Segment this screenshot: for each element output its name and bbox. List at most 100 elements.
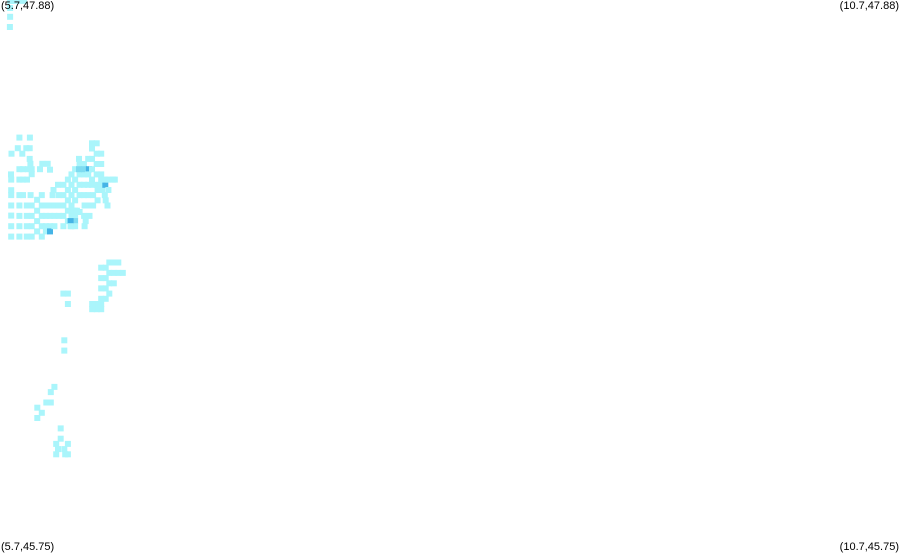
data-point xyxy=(60,223,67,230)
data-point xyxy=(8,223,15,230)
data-point xyxy=(16,233,23,240)
data-point xyxy=(34,228,41,235)
data-point xyxy=(26,134,33,141)
data-point xyxy=(28,202,35,209)
data-point xyxy=(76,181,83,188)
data-point xyxy=(105,187,112,193)
data-point xyxy=(93,150,100,157)
data-point xyxy=(72,176,79,183)
data-point xyxy=(20,176,26,183)
data-point xyxy=(8,233,15,240)
data-point xyxy=(101,176,108,183)
data-point xyxy=(64,207,71,214)
data-point xyxy=(14,0,21,4)
data-point xyxy=(8,171,14,178)
data-point xyxy=(47,389,54,396)
data-point xyxy=(76,192,83,199)
data-points-layer xyxy=(6,0,126,458)
data-point xyxy=(28,223,35,230)
data-point xyxy=(61,337,68,344)
data-point xyxy=(80,181,87,188)
data-point xyxy=(47,166,53,173)
data-point xyxy=(80,171,87,178)
data-point xyxy=(57,425,64,432)
data-point xyxy=(23,202,30,209)
data-point xyxy=(119,269,126,276)
data-point xyxy=(16,212,23,219)
data-point xyxy=(111,176,118,183)
data-point xyxy=(98,176,105,183)
data-point xyxy=(51,223,58,230)
data-point xyxy=(99,181,106,188)
data-point xyxy=(76,161,83,167)
data-point xyxy=(89,176,95,183)
data-point xyxy=(60,212,67,219)
data-point xyxy=(20,192,26,199)
data-point xyxy=(55,212,62,219)
data-point xyxy=(94,197,101,204)
data-point xyxy=(23,233,30,240)
data-point xyxy=(102,197,109,204)
data-point xyxy=(102,295,109,302)
data-point xyxy=(34,415,41,421)
data-point xyxy=(90,202,97,209)
data-point xyxy=(51,202,58,209)
data-point xyxy=(61,446,68,453)
data-point xyxy=(28,233,35,240)
data-point xyxy=(98,306,105,313)
data-point xyxy=(68,181,75,188)
data-point xyxy=(60,202,67,209)
data-point xyxy=(64,290,71,297)
data-point xyxy=(23,212,30,219)
data-point xyxy=(23,223,30,230)
data-point xyxy=(110,259,117,266)
data-point xyxy=(47,223,54,230)
data-point xyxy=(106,280,113,287)
data-point xyxy=(64,301,71,307)
data-point xyxy=(110,280,117,287)
data-point xyxy=(34,218,41,225)
data-point xyxy=(115,269,122,276)
data-point xyxy=(110,269,117,276)
data-point xyxy=(89,145,95,152)
data-point xyxy=(85,171,92,178)
data-point xyxy=(47,202,54,209)
data-point xyxy=(98,150,105,157)
data-point xyxy=(50,187,57,193)
data-point xyxy=(72,218,79,225)
data-point xyxy=(99,187,106,193)
data-point xyxy=(26,145,33,152)
data-point xyxy=(115,259,122,266)
data-point xyxy=(93,306,100,313)
data-point xyxy=(93,301,100,307)
data-point xyxy=(89,166,95,173)
data-point xyxy=(19,150,26,157)
data-point xyxy=(102,275,109,282)
data-point xyxy=(16,202,23,209)
data-point xyxy=(102,264,109,271)
data-point xyxy=(106,290,113,297)
data-point xyxy=(57,435,64,442)
data-point xyxy=(98,264,105,271)
data-point xyxy=(64,176,71,183)
data-point xyxy=(37,166,43,173)
data-point xyxy=(80,161,87,167)
data-point xyxy=(60,192,67,199)
data-point xyxy=(55,446,61,453)
data-point xyxy=(64,440,71,447)
data-point xyxy=(106,259,113,266)
data-point xyxy=(98,275,105,282)
data-point xyxy=(34,207,41,214)
data-point xyxy=(42,212,49,219)
data-point xyxy=(43,399,50,406)
data-point xyxy=(61,347,68,354)
data-point xyxy=(26,155,33,162)
data-point xyxy=(47,399,54,406)
data-point xyxy=(93,140,100,147)
data-point xyxy=(72,212,79,219)
data-point xyxy=(14,145,21,152)
data-point xyxy=(106,269,113,276)
data-point xyxy=(10,0,17,4)
data-point xyxy=(102,181,109,188)
data-point xyxy=(86,212,93,219)
